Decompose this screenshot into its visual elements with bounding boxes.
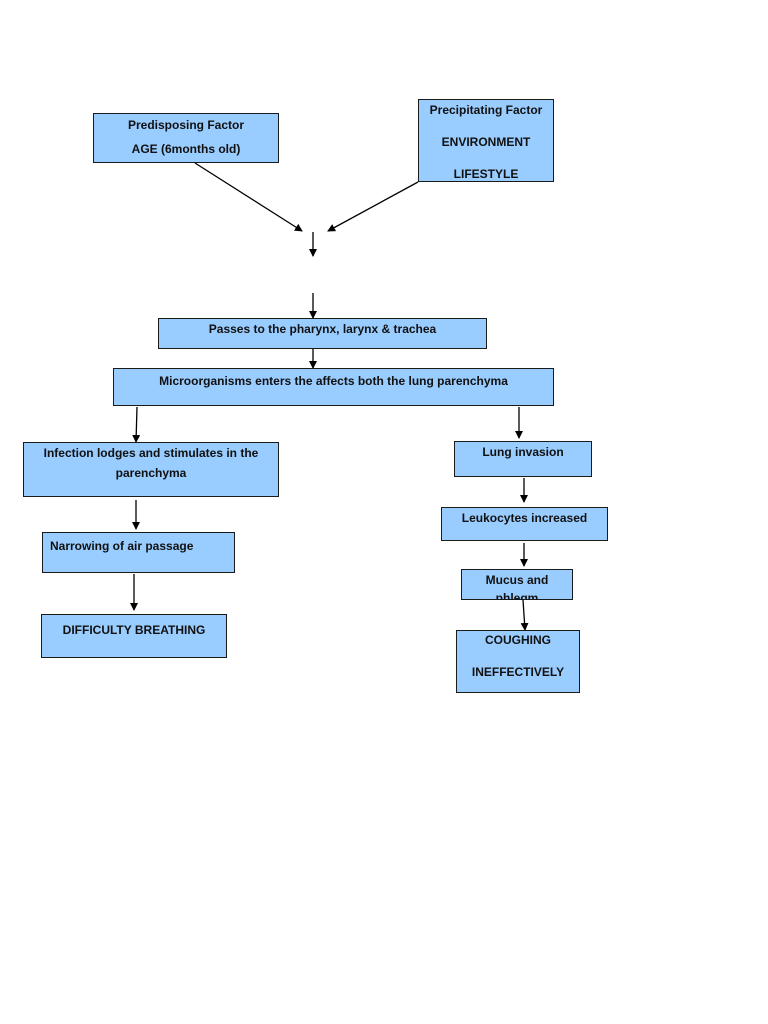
- arrow-to-infection: [132, 406, 141, 443]
- microorganisms-box: Microorganisms enters the affects both t…: [113, 368, 554, 406]
- leukocytes-box: Leukocytes increased: [441, 507, 608, 541]
- microorganisms-text: Microorganisms enters the affects both t…: [159, 374, 508, 388]
- coughing-box: COUGHING INEFFECTIVELY: [456, 630, 580, 693]
- precipitating-lifestyle: LIFESTYLE: [453, 167, 519, 182]
- infection-box: Infection lodges and stimulates in the p…: [23, 442, 279, 497]
- infection-text-line1: Infection lodges and stimulates in the: [43, 446, 259, 460]
- precipitating-environment: ENVIRONMENT: [441, 135, 531, 150]
- predisposing-value: AGE (6months old): [131, 142, 241, 157]
- leukocytes-text: Leukocytes increased: [461, 511, 588, 525]
- difficulty-breathing-text: DIFFICULTY BREATHING: [62, 623, 206, 637]
- infection-text-line2: parenchyma: [115, 466, 187, 481]
- mucus-text-line2: phlegm: [495, 591, 539, 600]
- arrow-precipitating-to-center: [327, 181, 419, 232]
- arrow-mucus-to-coughing: [520, 599, 529, 631]
- mucus-box: Mucus and phlegm: [461, 569, 573, 600]
- pharynx-box: Passes to the pharynx, larynx & trachea: [158, 318, 487, 349]
- predisposing-factor-box: Predisposing Factor AGE (6months old): [93, 113, 279, 163]
- predisposing-title: Predisposing Factor: [127, 118, 245, 132]
- lung-invasion-box: Lung invasion: [454, 441, 592, 477]
- lung-invasion-text: Lung invasion: [482, 445, 564, 459]
- precipitating-factor-box: Precipitating Factor ENVIRONMENT LIFESTY…: [418, 99, 554, 182]
- arrow-predisposing-to-center: [194, 162, 303, 232]
- narrowing-text: Narrowing of air passage: [50, 539, 194, 553]
- coughing-text-line1: COUGHING: [485, 633, 551, 647]
- pharynx-text: Passes to the pharynx, larynx & trachea: [208, 322, 437, 336]
- mucus-text-line1: Mucus and: [485, 573, 549, 587]
- precipitating-title: Precipitating Factor: [429, 103, 543, 117]
- difficulty-breathing-box: DIFFICULTY BREATHING: [41, 614, 227, 658]
- narrowing-box: Narrowing of air passage: [42, 532, 235, 573]
- coughing-text-line2: INEFFECTIVELY: [471, 665, 565, 680]
